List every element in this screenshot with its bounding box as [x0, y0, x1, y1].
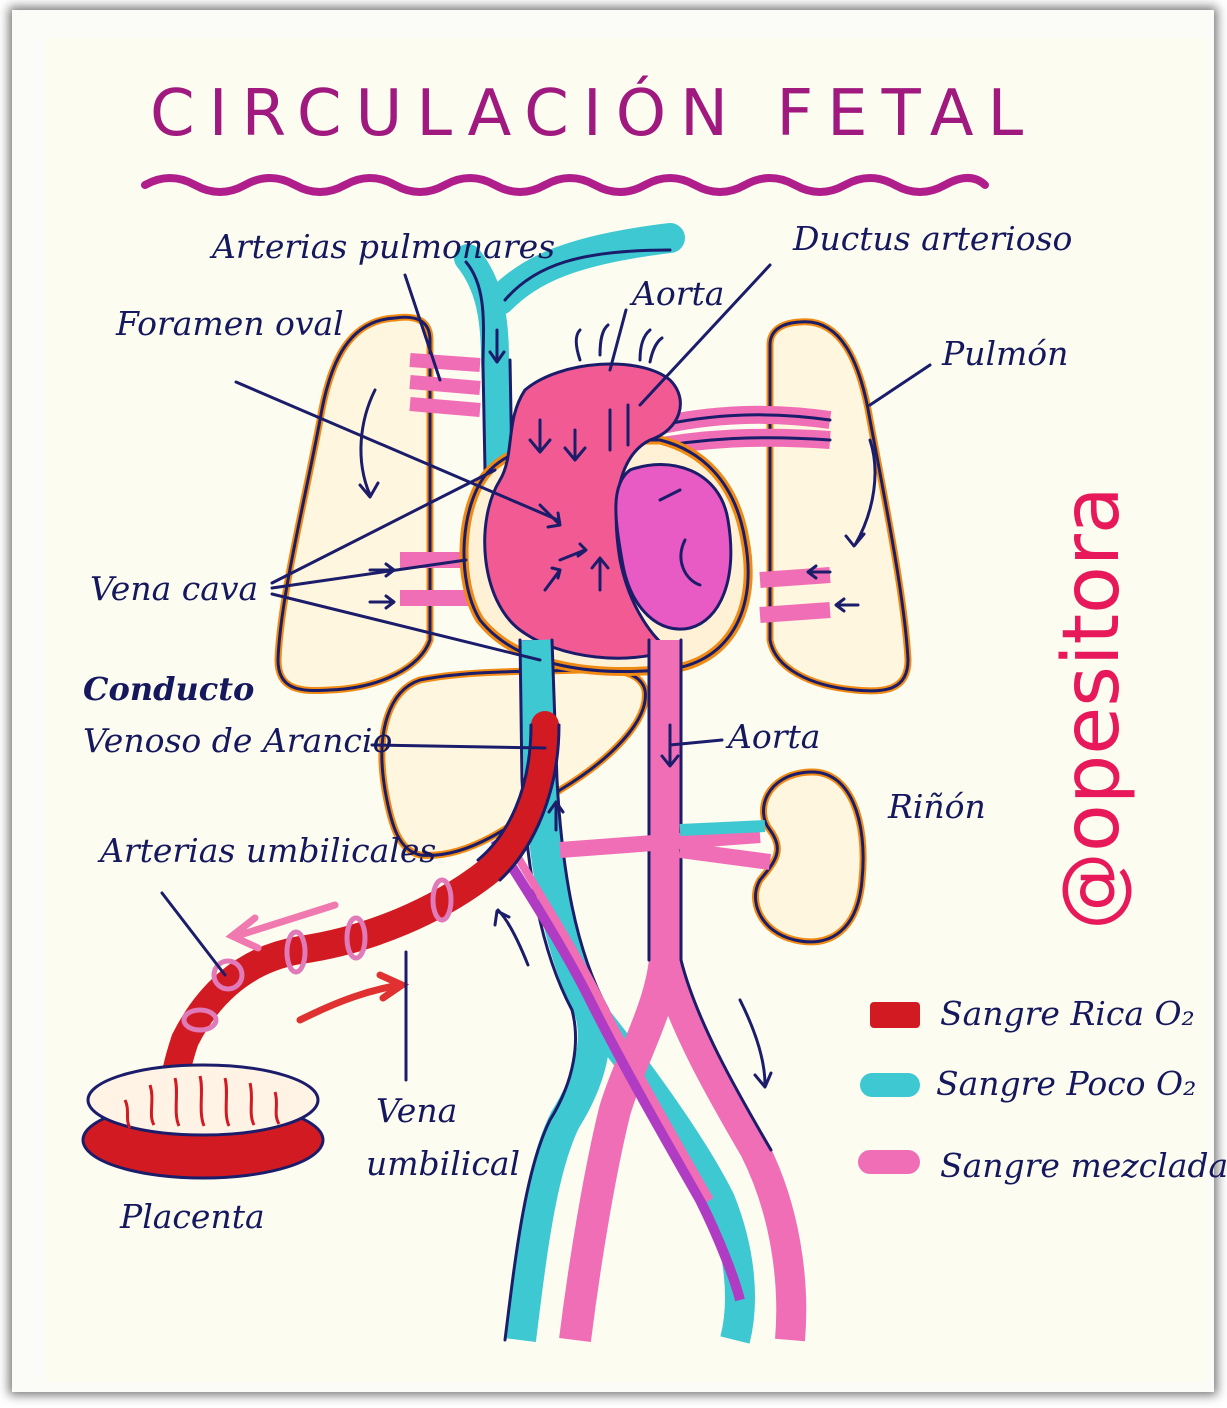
label-ductus-arteriosus: Ductus arterioso: [792, 219, 1072, 258]
legend-swatch-poor: [860, 1073, 920, 1097]
label-conducto: Conducto: [83, 670, 254, 708]
watermark-handle: @opesitora: [1047, 486, 1137, 930]
leader-lines: [160, 263, 932, 1082]
placenta-top: [86, 1063, 320, 1137]
heart-left-ventricle: [615, 464, 731, 630]
inferior-vena-cava: [504, 639, 610, 1342]
kidney: [752, 768, 867, 946]
label-umbilical-arteries: Arterias umbilicales: [97, 831, 436, 870]
umbilical-arteries-path: [490, 837, 745, 1302]
label-lung: Pulmón: [941, 334, 1068, 373]
renal-vessels: [559, 827, 772, 870]
label-venoso-de-arancio: Venoso de Arancio: [83, 721, 392, 760]
label-umbilical-vein-1: Vena: [376, 1091, 457, 1130]
label-aorta-top: Aorta: [629, 274, 724, 313]
heart-right-side: [484, 363, 681, 659]
label-foramen-ovale: Foramen oval: [115, 304, 344, 343]
descending-aorta: [559, 640, 681, 1342]
legend: Sangre Rica O₂ Sangre Poco O₂ Sangre mez…: [858, 994, 1227, 1185]
direction-arrows: [358, 328, 877, 1089]
umbilical-cord-coils: [181, 877, 454, 1033]
legend-label-rich: Sangre Rica O₂: [940, 994, 1195, 1033]
label-placenta: Placenta: [119, 1197, 265, 1236]
umbilical-vein: [159, 711, 559, 1114]
aortic-arch-branches: [574, 323, 664, 364]
label-pulmonary-arteries: Arterias pulmonares: [209, 227, 555, 266]
umbilical-arteries-path-2: [501, 833, 714, 1202]
renal-vessels-cyan: [679, 820, 766, 836]
legend-label-mixed: Sangre mezclada: [940, 1146, 1227, 1185]
kidney-outline: [754, 770, 865, 944]
aorta-right-branch: [650, 956, 807, 1342]
placenta-vessels: [123, 1075, 281, 1129]
flow-arrow-to-placenta: [225, 901, 339, 952]
legend-swatch-rich: [870, 1002, 920, 1028]
heart-inner-arrows: [528, 403, 702, 592]
left-lung-outline: [276, 315, 432, 693]
label-kidney: Riñón: [887, 787, 986, 826]
heart-pericardium-outline: [462, 438, 750, 674]
heart-left-ventricle-outline: [614, 462, 733, 631]
title-underline: [141, 174, 989, 196]
right-lung-outline: [768, 320, 910, 693]
left-lung: [274, 313, 434, 695]
label-umbilical-vein-2: umbilical: [366, 1144, 520, 1183]
diagram-title: CIRCULACIÓN FETAL: [150, 75, 1037, 151]
label-aorta-mid: Aorta: [725, 717, 820, 756]
legend-swatch-mixed: [858, 1150, 920, 1174]
descending-aorta-outline: [647, 638, 773, 1152]
legend-label-poor: Sangre Poco O₂: [936, 1064, 1196, 1103]
superior-vena-cava-branch: [485, 223, 685, 315]
heart-right-side-outline: [483, 362, 682, 660]
flow-arrow-from-placenta: [296, 971, 410, 1024]
label-vena-cava: Vena cava: [90, 569, 258, 608]
